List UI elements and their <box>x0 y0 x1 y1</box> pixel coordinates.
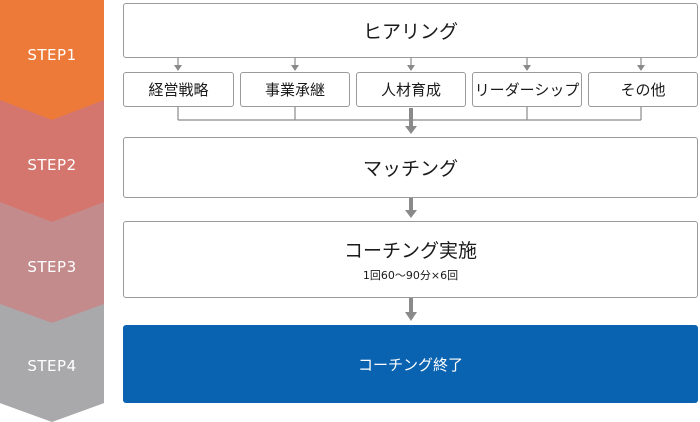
topic-label: 人材育成 <box>380 81 441 99</box>
hearing-box: ヒアリング <box>123 3 698 58</box>
topic-box-business-succession: 事業承継 <box>240 72 350 107</box>
topic-label: 事業承継 <box>264 81 325 99</box>
step2-chevron: STEP2 <box>0 100 104 224</box>
topic-label: 経営戦略 <box>148 81 209 99</box>
topic-label: その他 <box>620 81 666 99</box>
step4-chevron: STEP4 <box>0 304 104 422</box>
topic-box-other: その他 <box>588 72 698 107</box>
step1-chevron: STEP1 <box>0 0 104 122</box>
step3-label: STEP3 <box>27 258 77 276</box>
matching-title: マッチング <box>362 158 458 180</box>
step1-label: STEP1 <box>27 46 77 64</box>
step2-label: STEP2 <box>27 156 77 174</box>
coaching-detail: 1回60〜90分×6回 <box>362 269 459 282</box>
matching-box: マッチング <box>123 137 698 198</box>
coaching-box: コーチング実施 1回60〜90分×6回 <box>123 221 698 298</box>
topic-label: リーダーシップ <box>474 81 580 99</box>
step4-label: STEP4 <box>27 357 77 375</box>
coaching-title: コーチング実施 <box>343 240 477 262</box>
step3-chevron: STEP3 <box>0 202 104 326</box>
topic-box-leadership: リーダーシップ <box>472 72 582 107</box>
finish-title: コーチング終了 <box>357 355 463 374</box>
topic-box-talent-development: 人材育成 <box>356 72 466 107</box>
hearing-title: ヒアリング <box>362 21 458 43</box>
finish-box: コーチング終了 <box>123 325 698 403</box>
topic-box-management-strategy: 経営戦略 <box>123 72 234 107</box>
